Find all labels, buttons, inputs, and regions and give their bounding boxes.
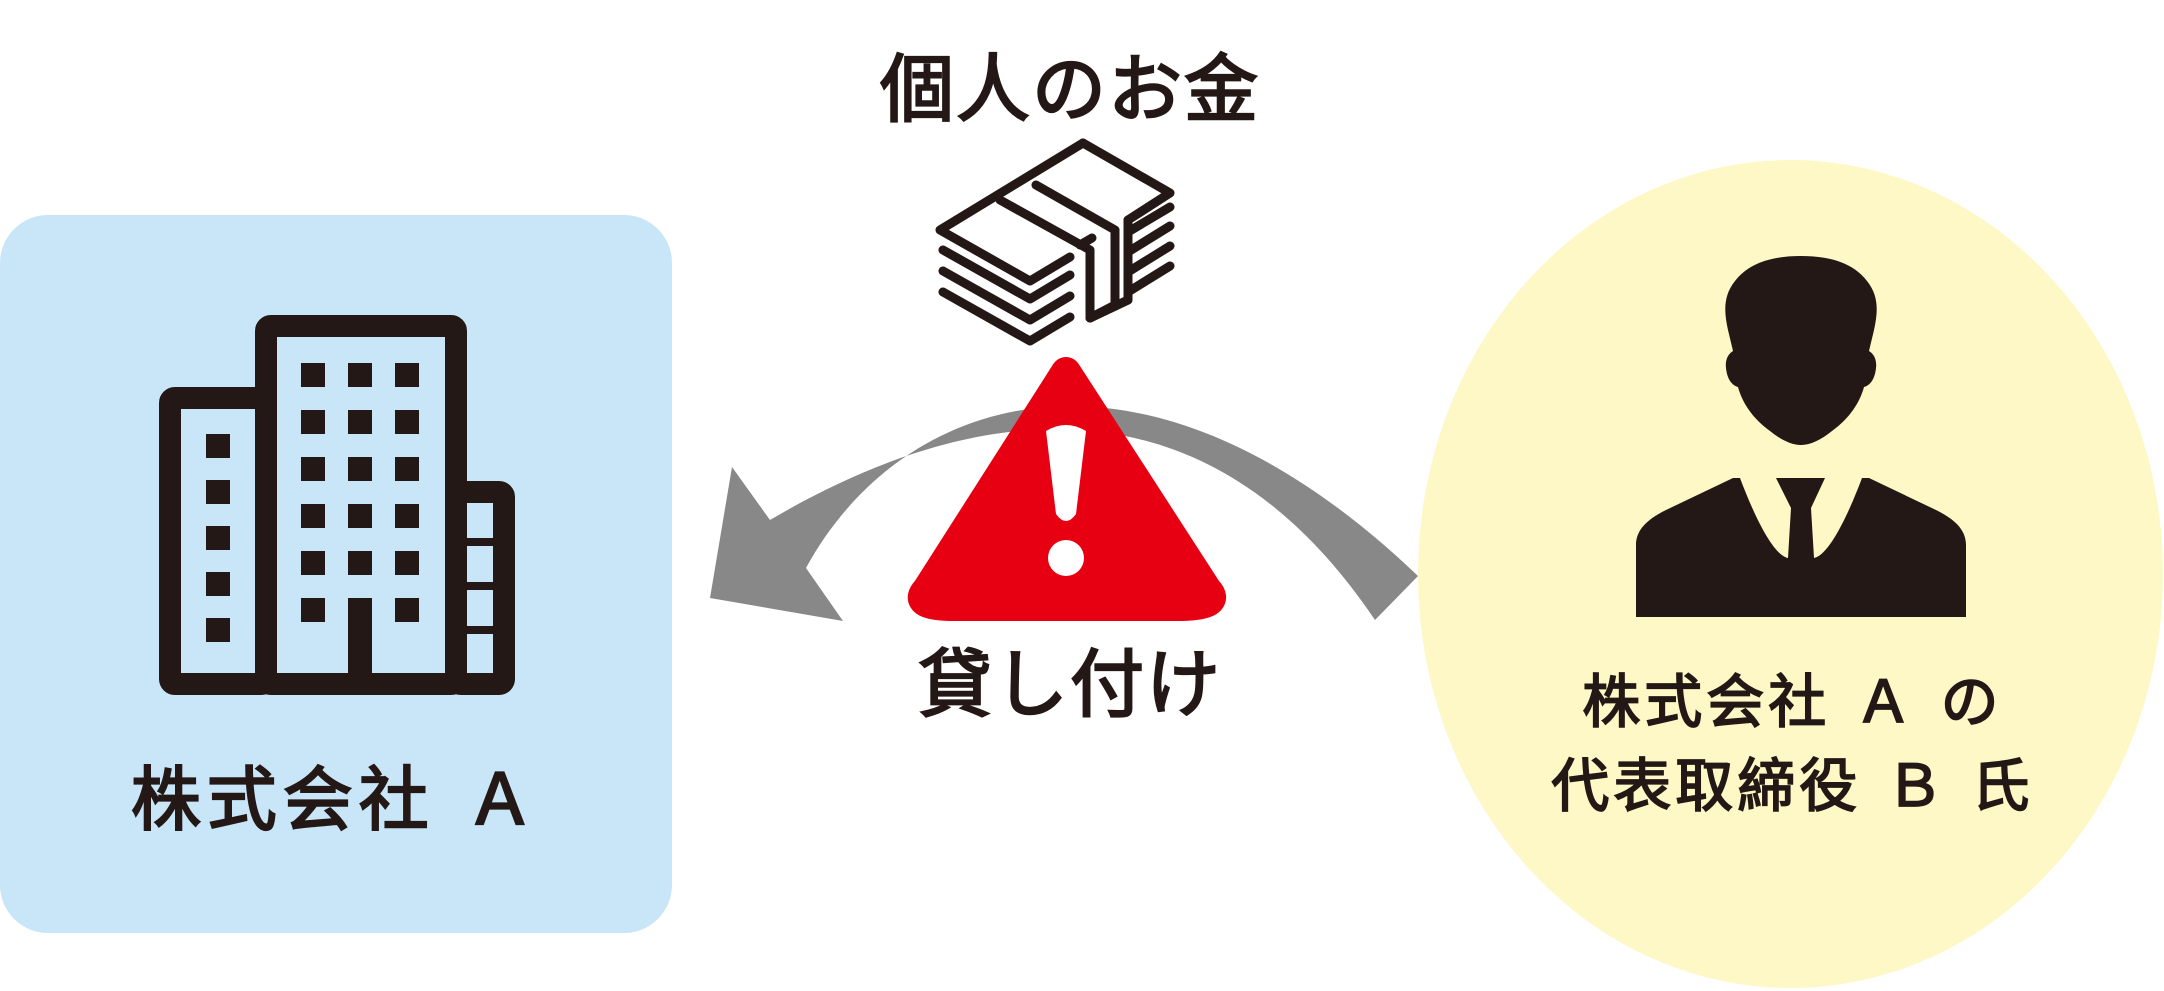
representative-label-line1: 株式会社 Ａ の (1582, 668, 2003, 736)
loan-label: 貸し付け (918, 642, 1222, 728)
company-a-label: 株式会社 Ａ (130, 759, 542, 841)
representative-label-line2: 代表取締役 Ｂ 氏 (1551, 752, 2034, 821)
representative-label: 株式会社 Ａ の 代表取締役 Ｂ 氏 (1420, 660, 2164, 828)
personal-money-label: 個人のお金 (880, 47, 1260, 133)
